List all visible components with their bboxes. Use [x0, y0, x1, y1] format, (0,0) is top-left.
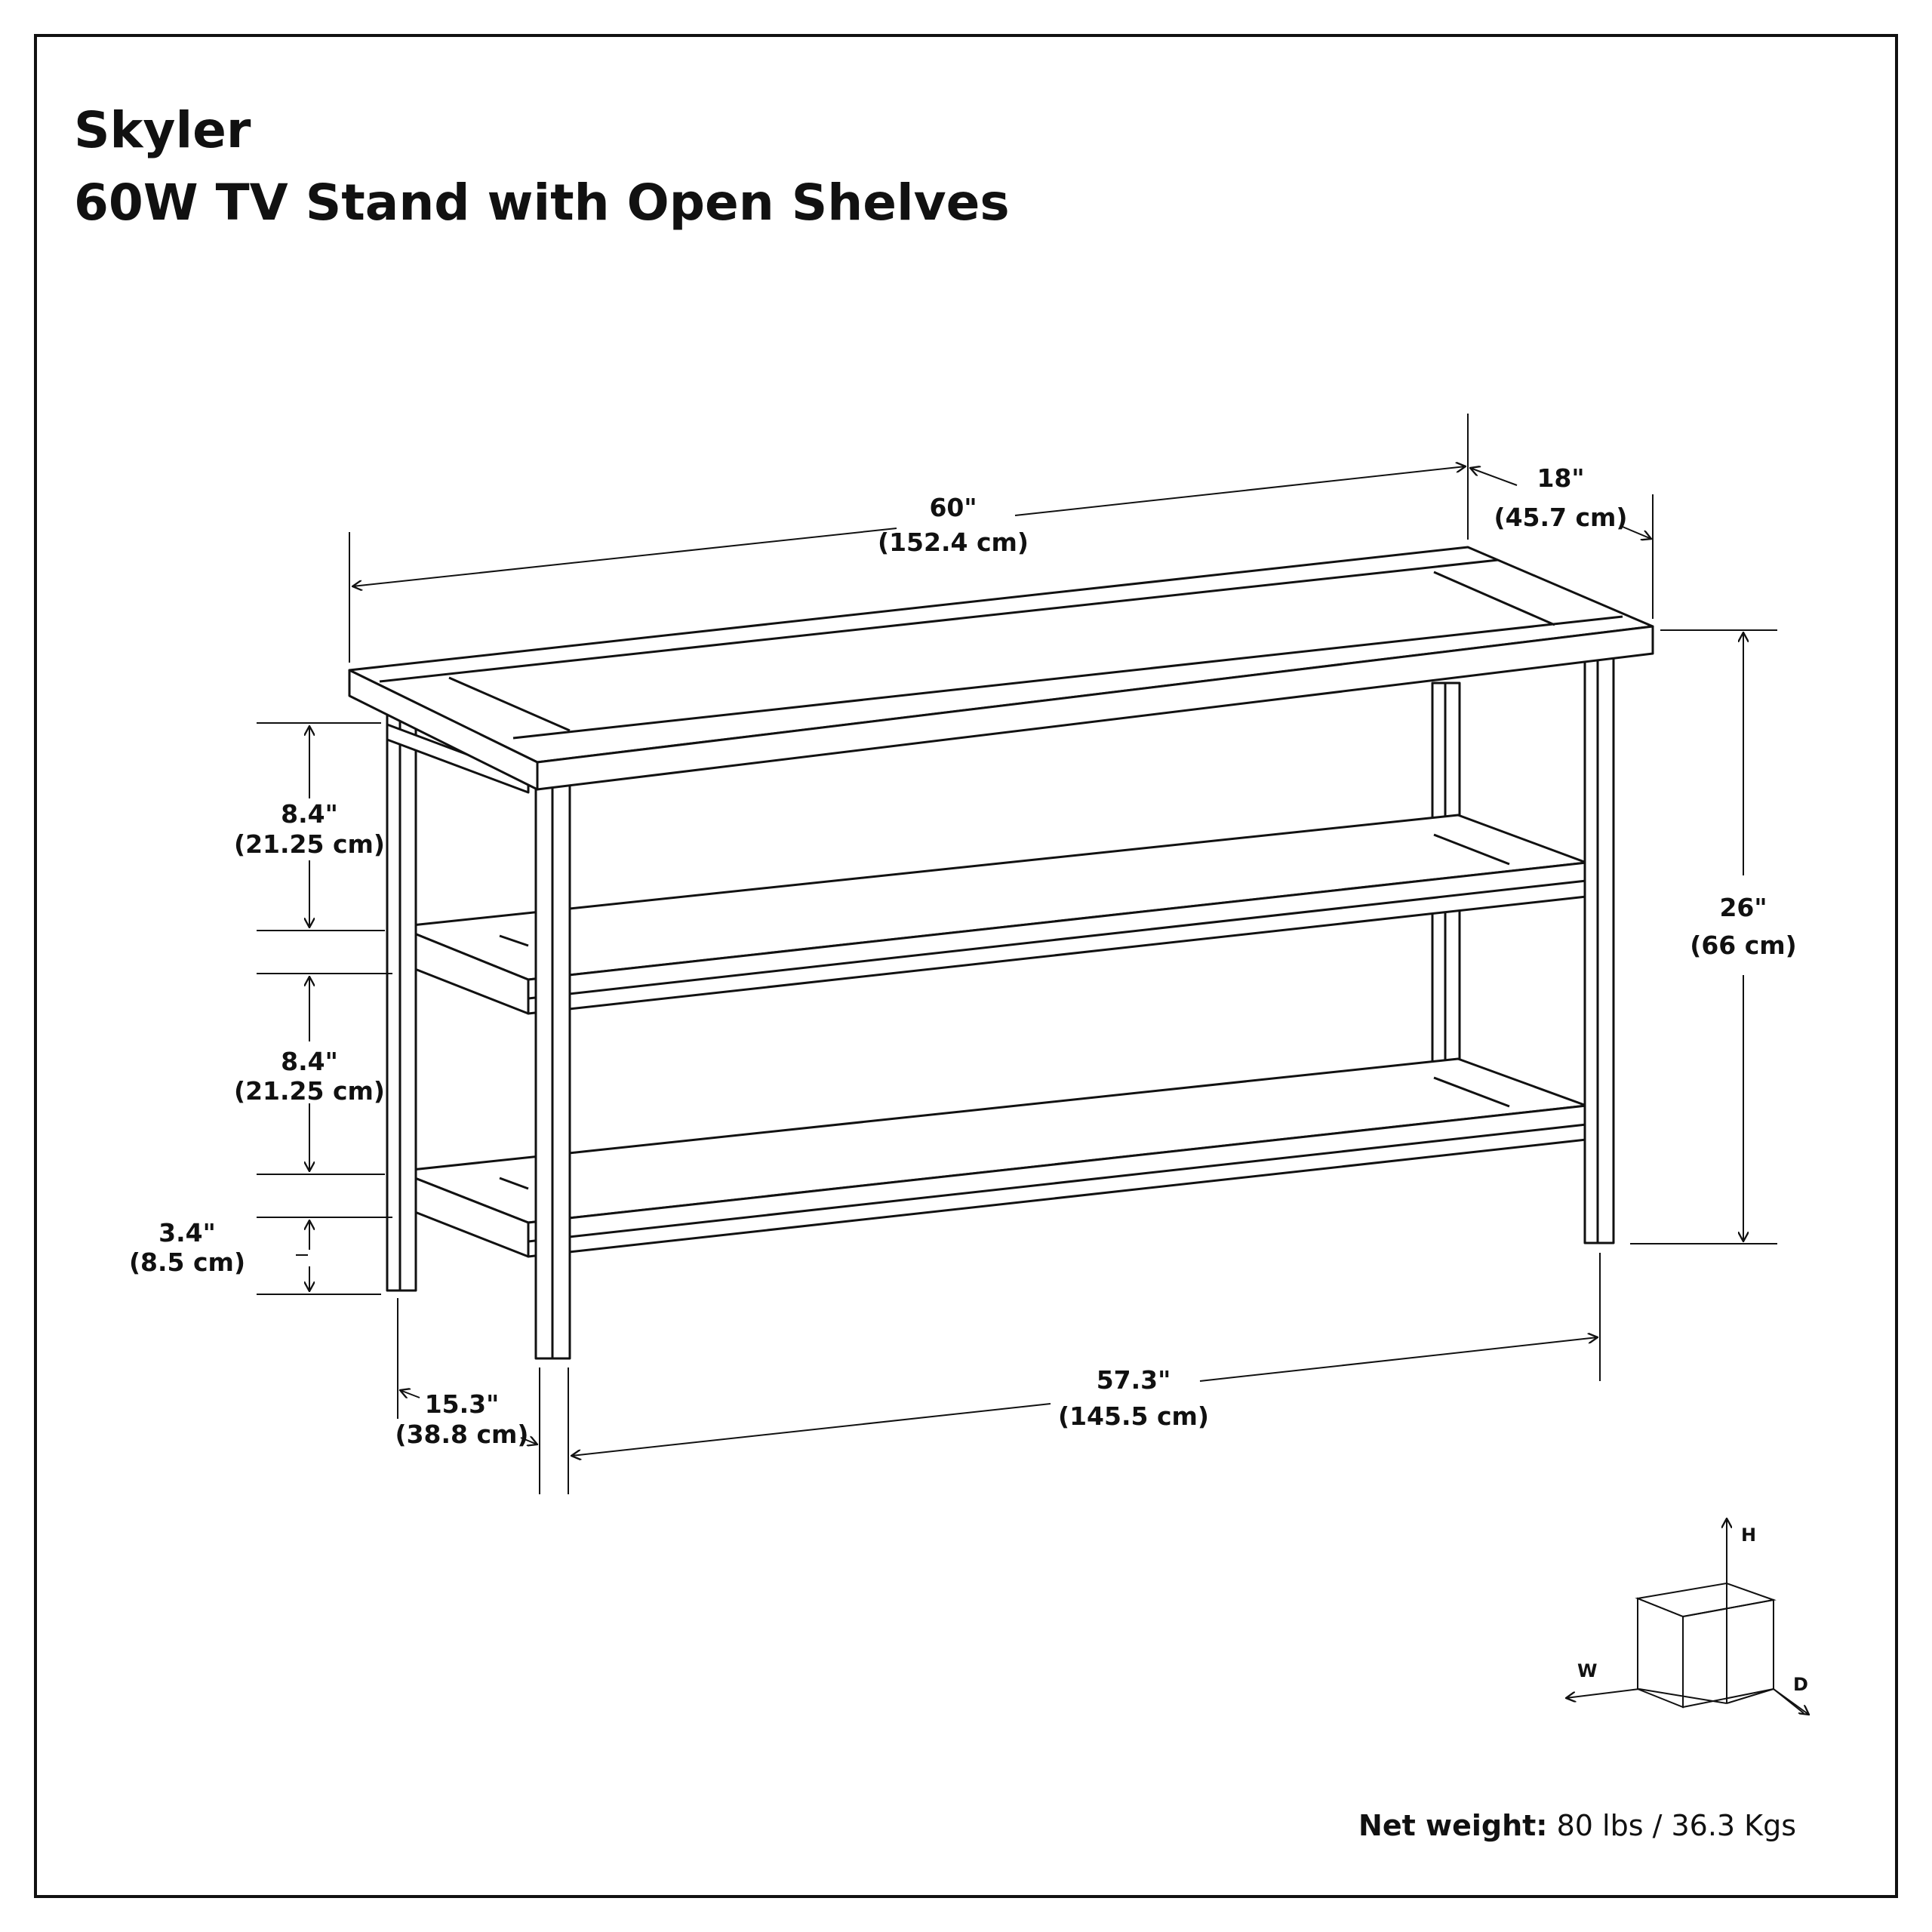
net-weight: Net weight: 80 lbs / 36.3 Kgs	[1358, 1809, 1796, 1842]
depth-imperial-label: 18"	[1537, 463, 1584, 493]
inner-width-imperial-label: 57.3"	[1097, 1365, 1171, 1395]
axis-h-label: H	[1741, 1524, 1756, 1546]
back-leg-left	[386, 708, 530, 1292]
axis-legend	[1566, 1518, 1809, 1715]
inner-depth-imperial-label: 15.3"	[425, 1389, 500, 1419]
depth-metric-label: (45.7 cm)	[1494, 503, 1627, 532]
height-imperial-label: 26"	[1719, 893, 1767, 922]
front-leg-left	[534, 776, 571, 1360]
product-brand-title: Skyler	[74, 101, 251, 159]
product-name-title: 60W TV Stand with Open Shelves	[74, 174, 1010, 232]
shelf-gap-mid-imperial-label: 8.4"	[281, 1047, 338, 1076]
diagram-frame	[34, 34, 1898, 1898]
dimension-lines	[296, 466, 1743, 1456]
front-leg-right	[1583, 657, 1615, 1244]
width-imperial-label: 60"	[929, 493, 977, 522]
d-axis-arrow	[1773, 1688, 1809, 1715]
axis-cube-icon	[1635, 1532, 1804, 1714]
net-weight-label: Net weight:	[1358, 1809, 1548, 1842]
clearance-imperial-label: 3.4"	[158, 1218, 216, 1247]
net-weight-value: 80 lbs / 36.3 Kgs	[1547, 1809, 1796, 1842]
inner-depth-metric-label: (38.8 cm)	[395, 1420, 528, 1449]
dimension-labels: 60" (152.4 cm) 18" (45.7 cm) 26" (66 cm)…	[129, 463, 1797, 1449]
height-metric-label: (66 cm)	[1690, 931, 1797, 960]
middle-shelf	[396, 814, 1588, 1015]
shelf-gap-top-imperial-label: 8.4"	[281, 799, 338, 829]
w-axis-arrow	[1566, 1688, 1640, 1698]
bottom-shelf	[396, 1057, 1588, 1258]
inner-width-metric-label: (145.5 cm)	[1058, 1401, 1209, 1431]
axis-d-label: D	[1793, 1674, 1808, 1695]
axis-w-label: W	[1577, 1660, 1597, 1681]
clearance-metric-label: (8.5 cm)	[129, 1247, 245, 1277]
width-metric-label: (152.4 cm)	[878, 528, 1029, 557]
extension-lines	[257, 414, 1777, 1494]
shelf-gap-top-metric-label: (21.25 cm)	[234, 829, 385, 859]
table-top	[348, 546, 1654, 791]
shelf-gap-mid-metric-label: (21.25 cm)	[234, 1076, 385, 1106]
